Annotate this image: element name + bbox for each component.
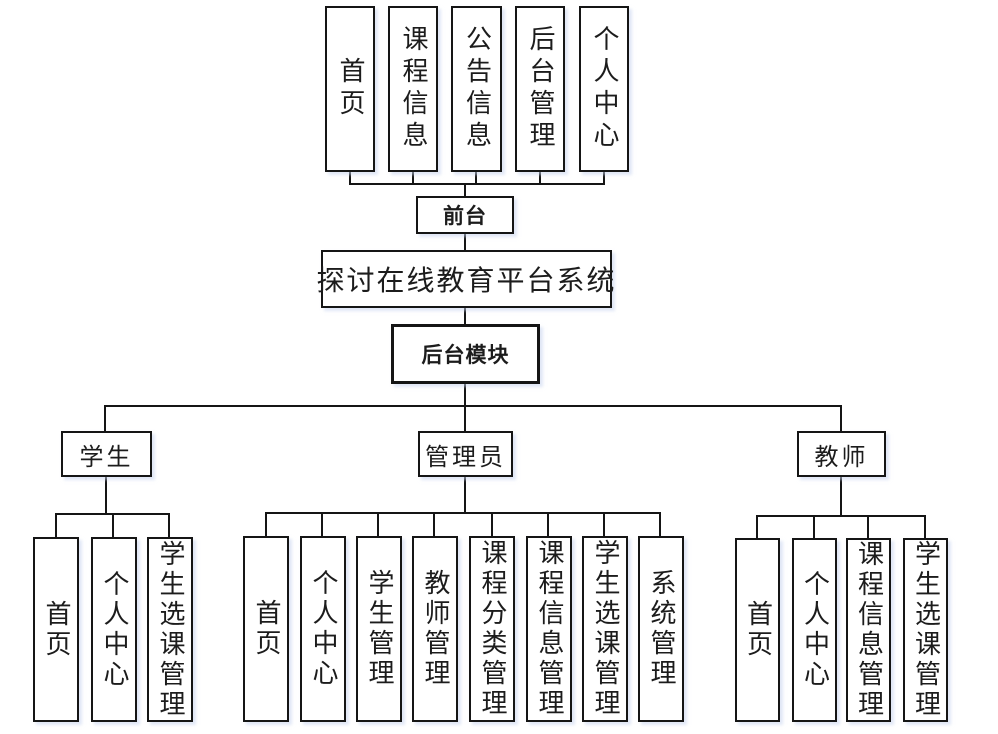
- node-label: 课程信息: [399, 25, 428, 153]
- node-label: 学生选课管理: [591, 539, 620, 719]
- node-role-teacher: 教师: [797, 431, 886, 477]
- node-student-personal-center: 个人中心: [91, 537, 137, 722]
- node-label: 学生选课管理: [911, 540, 941, 720]
- node-role-admin: 管理员: [418, 431, 513, 477]
- node-teacher-course-info-management: 课程信息管理: [846, 538, 891, 722]
- node-student-home: 首页: [33, 537, 79, 722]
- node-admin-course-info-management: 课程信息管理: [526, 536, 572, 722]
- node-label: 课程信息管理: [535, 539, 564, 719]
- node-student-course-selection-management: 学生选课管理: [147, 537, 193, 722]
- node-teacher-home: 首页: [735, 538, 780, 722]
- node-admin-teacher-management: 教师管理: [412, 536, 458, 722]
- node-front-course-info: 课程信息: [388, 6, 438, 172]
- node-admin-personal-center: 个人中心: [300, 536, 346, 722]
- node-front-backend-management: 后台管理: [515, 6, 565, 172]
- node-label: 学生选课管理: [156, 539, 185, 720]
- node-label: 个人中心: [800, 570, 830, 690]
- node-label: 首页: [252, 599, 281, 659]
- node-label: 系统管理: [647, 569, 676, 689]
- node-label: 个人中心: [309, 569, 338, 689]
- node-teacher-course-selection-management: 学生选课管理: [903, 538, 948, 722]
- node-admin-home: 首页: [243, 536, 289, 722]
- node-system-title: 探讨在线教育平台系统: [317, 250, 615, 308]
- node-label: 课程分类管理: [478, 539, 507, 719]
- node-role-student: 学生: [61, 431, 152, 477]
- node-teacher-personal-center: 个人中心: [792, 538, 837, 722]
- node-front: 前台: [416, 196, 514, 234]
- node-front-personal-center: 个人中心: [579, 6, 629, 172]
- node-label: 个人中心: [100, 569, 129, 690]
- node-backend-module: 后台模块: [391, 324, 540, 384]
- node-admin-course-category-management: 课程分类管理: [469, 536, 515, 722]
- node-label: 首页: [336, 57, 365, 121]
- node-front-home: 首页: [325, 6, 375, 172]
- node-label: 个人中心: [590, 25, 619, 153]
- node-label: 公告信息: [462, 25, 492, 153]
- node-label: 学生: [79, 444, 134, 471]
- node-label: 教师管理: [421, 569, 450, 689]
- node-label: 探讨在线教育平台系统: [316, 266, 617, 297]
- node-label: 首页: [42, 599, 71, 660]
- node-label: 学生管理: [365, 569, 394, 689]
- node-label: 教师: [814, 444, 869, 471]
- node-label: 课程信息管理: [854, 540, 884, 720]
- node-front-announcement-info: 公告信息: [451, 6, 502, 172]
- node-label: 前台: [443, 204, 487, 228]
- node-admin-course-selection-management: 学生选课管理: [582, 536, 628, 722]
- node-admin-student-management: 学生管理: [356, 536, 402, 722]
- node-admin-system-management: 系统管理: [638, 536, 684, 722]
- node-label: 管理员: [425, 444, 506, 471]
- node-label: 后台模块: [421, 343, 510, 367]
- node-label: 首页: [743, 600, 773, 660]
- node-label: 后台管理: [526, 25, 555, 153]
